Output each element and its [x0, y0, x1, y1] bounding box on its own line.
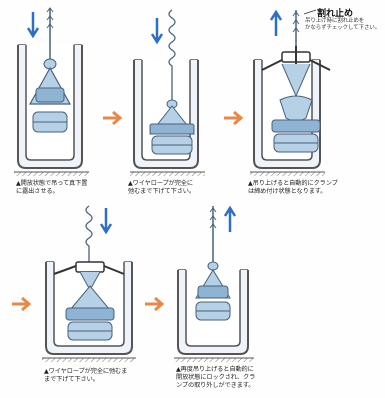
orange-right-arrow-icon — [12, 296, 32, 312]
ground-hatch-icon — [174, 358, 254, 362]
step-3-panel — [250, 9, 331, 176]
step-5-panel — [174, 205, 254, 362]
blue-down-arrow-icon — [26, 12, 40, 39]
blue-up-arrow-icon — [269, 9, 283, 36]
step-3-caption: ▲吊り上げると自動的にクランプ は締め付け状態となります。 — [248, 180, 338, 195]
step-1-caption: ▲開放状態で吊って真下置 に露出させる。 — [16, 180, 88, 195]
step-5-caption: ▲再度吊り上げると自動的に 開放状態にロックされ、クラ ンプの取り外しができます… — [176, 366, 256, 389]
step-4-panel — [42, 205, 136, 362]
clamp-head — [75, 261, 105, 273]
break-stopper-note: 吊り上げ時に割れ止めを かならずチェックして下さい。 — [305, 18, 381, 31]
blue-down-arrow-icon — [150, 18, 164, 45]
blue-up-arrow-icon — [223, 205, 237, 232]
step-1-panel — [14, 7, 89, 176]
ground-hatch-icon — [250, 172, 325, 176]
step-4-caption: ▲ワイヤロープが完全に弛むま まで下げて下さい。 — [44, 368, 128, 383]
orange-right-arrow-icon — [224, 110, 244, 126]
ground-hatch-icon — [130, 172, 205, 176]
step-2-panel — [130, 9, 205, 176]
wire-rope-icon — [85, 205, 93, 262]
wire-rope-icon — [168, 9, 176, 100]
orange-right-arrow-icon — [145, 296, 165, 312]
blue-down-arrow-icon — [99, 208, 113, 235]
ground-hatch-icon — [42, 358, 136, 362]
break-stopper-label: 割れ止め — [317, 9, 354, 19]
orange-right-arrow-icon — [103, 110, 123, 126]
step-2-caption: ▲ワイヤロープが完全に 弛むまで下げて下さい。 — [128, 180, 195, 195]
ground-hatch-icon — [14, 172, 89, 176]
